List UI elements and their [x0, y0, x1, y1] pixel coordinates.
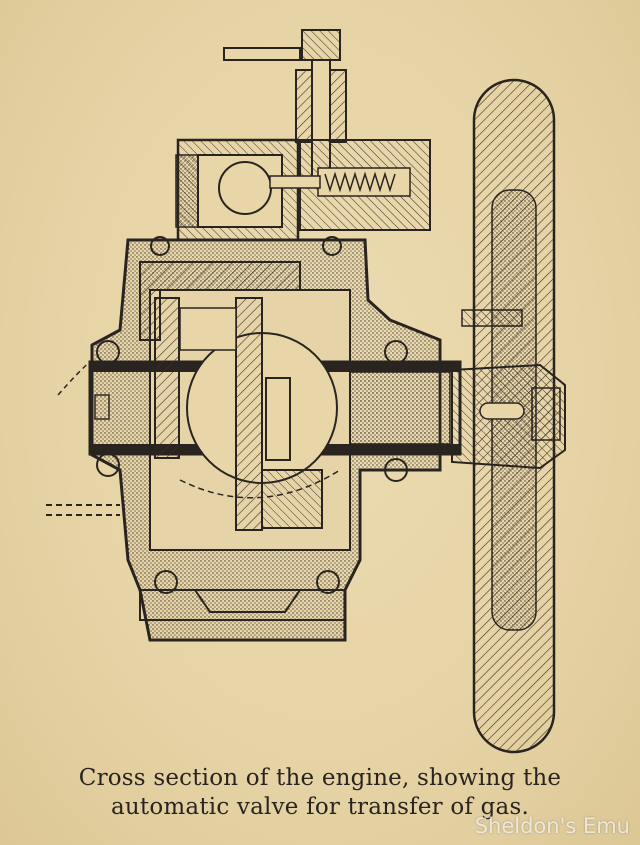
figure-caption-line-1: Cross section of the engine, showing the: [78, 765, 562, 791]
flywheel: [451, 78, 566, 754]
valve-chamber: [175, 138, 300, 242]
watermark-text: Sheldon's Emu: [474, 814, 630, 838]
crankshaft-webs: [154, 297, 341, 531]
dashed-pipes: [46, 359, 120, 516]
transfer-passage: [139, 261, 301, 351]
figure-caption-line-2: automatic valve for transfer of gas.: [111, 794, 529, 820]
automatic-valve: [223, 29, 431, 231]
engine-cross-section-diagram: [46, 29, 566, 754]
